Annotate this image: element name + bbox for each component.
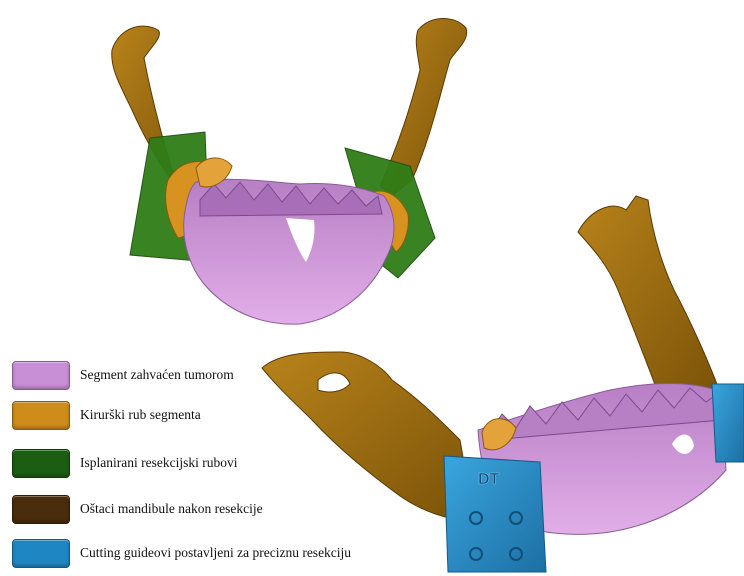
legend-item: Kirurški rub segmenta (12, 400, 201, 430)
legend-label: Isplanirani resekcijski rubovi (80, 455, 237, 471)
legend-swatch-resection-planes (12, 449, 70, 478)
legend-item: Isplanirani resekcijski rubovi (12, 448, 237, 478)
legend-swatch-margin (12, 401, 70, 430)
legend-label: Cutting guideovi postavljeni za preciznu… (80, 545, 351, 561)
legend-label: Kirurški rub segmenta (80, 407, 201, 423)
frontal-view-model (112, 18, 467, 324)
guide-marking: DT (478, 471, 500, 488)
legend-item: Cutting guideovi postavljeni za preciznu… (12, 538, 351, 568)
legend-label: Oštaci mandibule nakon resekcije (80, 501, 263, 517)
legend-swatch-remains (12, 495, 70, 524)
legend-swatch-tumor (12, 361, 70, 390)
cutting-guide-right (712, 384, 744, 462)
legend-item: Oštaci mandibule nakon resekcije (12, 494, 263, 524)
lateral-ramus (578, 196, 720, 398)
legend-item: Segment zahvaćen tumorom (12, 360, 234, 390)
legend-swatch-cutting-guides (12, 539, 70, 568)
lateral-mandible-body (262, 352, 474, 520)
legend-label: Segment zahvaćen tumorom (80, 367, 234, 383)
